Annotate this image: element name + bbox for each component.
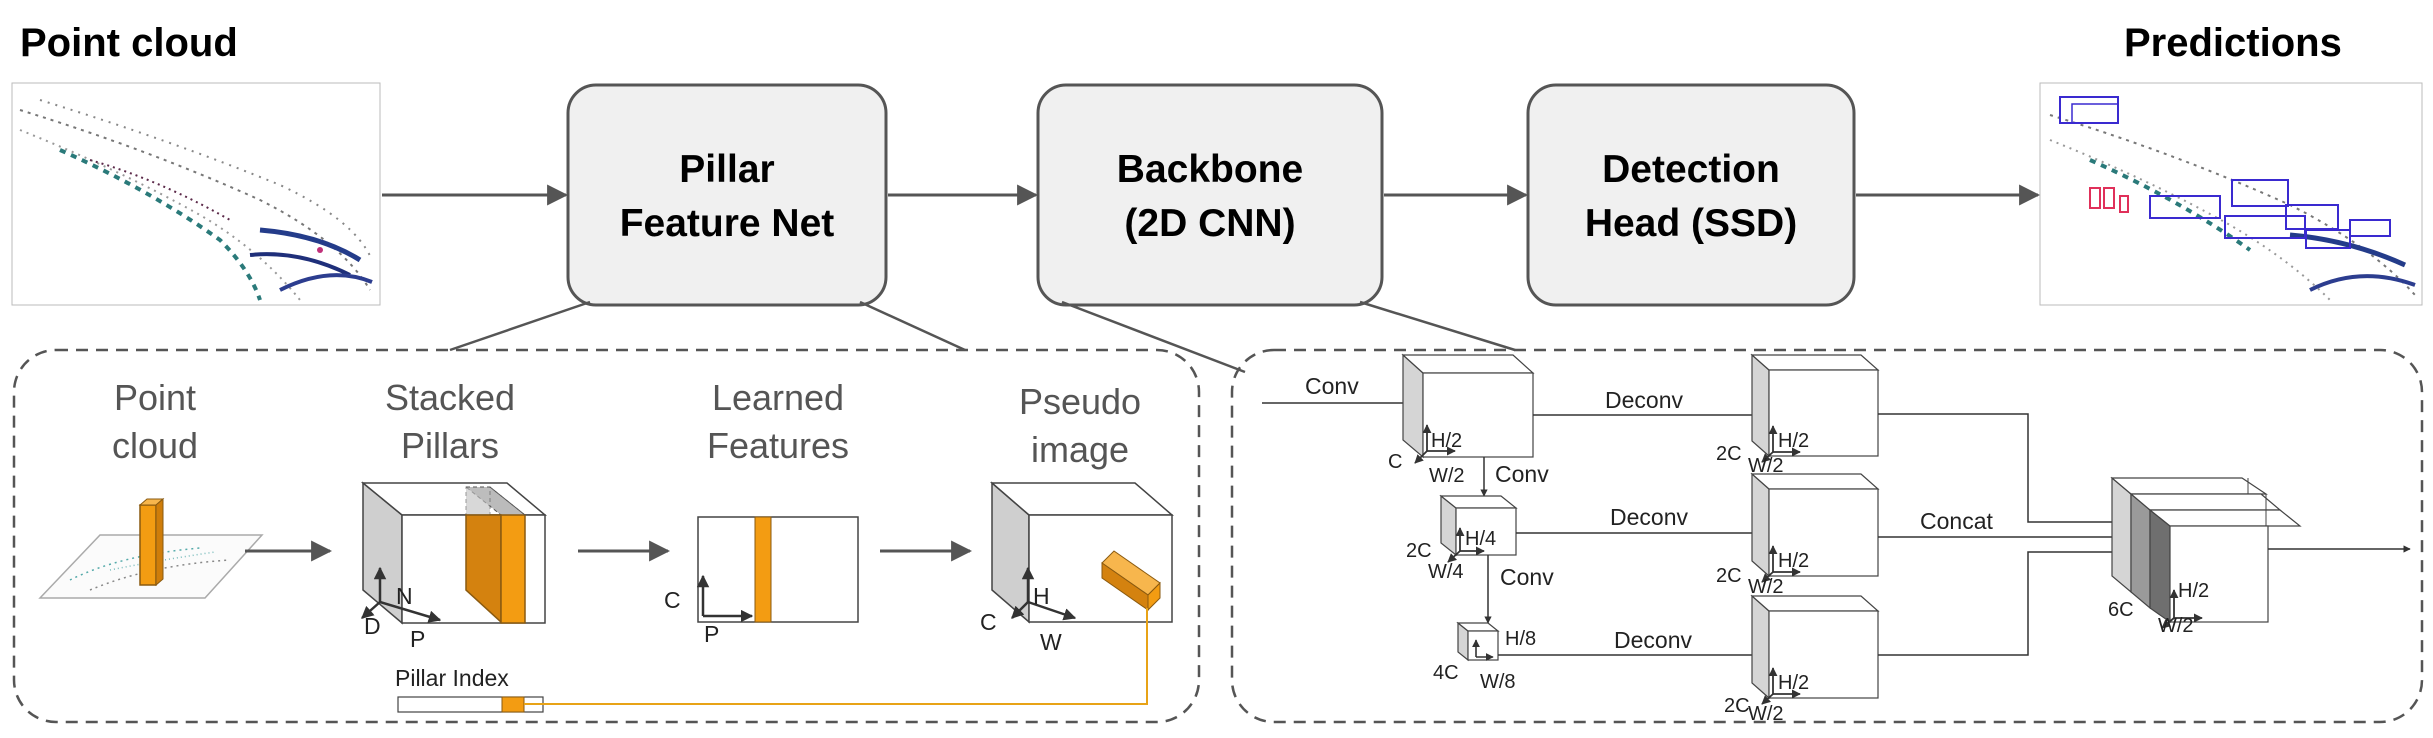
- pfn-section-pseudo-2: image: [1031, 429, 1129, 470]
- deconv-label-3: Deconv: [1614, 627, 1692, 653]
- up2-h: H/2: [1778, 550, 1809, 572]
- enc3-w: W/8: [1480, 671, 1516, 693]
- pfn-section-point-cloud-2: cloud: [112, 425, 198, 466]
- enc2-c: 2C: [1406, 540, 1432, 562]
- backbone-zoom-line-right: [1359, 300, 1516, 352]
- pseudo-axis-c: C: [980, 609, 997, 635]
- pillar-feature-net-label-1: Pillar: [679, 148, 774, 191]
- detection-head-label-1: Detection: [1602, 148, 1780, 191]
- up1-c: 2C: [1716, 443, 1742, 465]
- encoder-block-2: [1439, 494, 1518, 563]
- up1-h: H/2: [1778, 430, 1809, 452]
- stacked-axis-n: N: [396, 583, 413, 609]
- enc1-h: H/2: [1431, 430, 1462, 452]
- up3-c: 2C: [1724, 695, 1750, 717]
- enc3-c: 4C: [1433, 662, 1459, 684]
- pfn-detail-panel: [12, 348, 1201, 724]
- pfn-section-learned-2: Features: [707, 425, 849, 466]
- conv-label-1: Conv: [1305, 373, 1359, 399]
- encoder-block-3: [1456, 621, 1500, 662]
- input-point-cloud-image: [11, 82, 381, 306]
- learned-axis-c: C: [664, 587, 681, 613]
- detection-head-box: Detection Head (SSD): [1526, 83, 1856, 307]
- pfn-section-learned-1: Learned: [712, 377, 844, 418]
- up2-c: 2C: [1716, 565, 1742, 587]
- up3-w: W/2: [1748, 703, 1784, 725]
- deconv-label-1: Deconv: [1605, 387, 1683, 413]
- enc3-h: H/8: [1505, 628, 1536, 650]
- pfn-zoom-line-right: [859, 300, 966, 352]
- backbone-detail-panel: [1230, 348, 2424, 724]
- mini-point-cloud-graphic: [38, 497, 264, 599]
- pillar-feature-net-label-2: Feature Net: [620, 202, 835, 245]
- enc2-h: H/4: [1465, 528, 1496, 550]
- pfn-section-pseudo-1: Pseudo: [1019, 381, 1141, 422]
- upsample-block-2: [1750, 472, 1880, 583]
- arrow-concat-1: [1878, 413, 2129, 526]
- detection-head-label-2: Head (SSD): [1585, 202, 1797, 245]
- arrow-concat-3: [1878, 548, 2129, 656]
- encoder-block-1: [1401, 353, 1535, 464]
- enc1-w: W/2: [1429, 465, 1465, 487]
- stacked-axis-p: P: [410, 626, 425, 652]
- enc1-c: C: [1388, 451, 1402, 473]
- pseudo-axis-w: W: [1040, 629, 1062, 655]
- pseudo-image-cube: [989, 481, 1175, 624]
- pillar-index-label: Pillar Index: [395, 665, 509, 691]
- predictions-image: [2039, 82, 2423, 306]
- concat-block: [2110, 476, 2302, 629]
- concat-c: 6C: [2108, 599, 2134, 621]
- pfn-section-stacked-2: Pillars: [401, 425, 499, 466]
- stacked-axis-d: D: [364, 613, 381, 639]
- pfn-section-stacked-1: Stacked: [385, 377, 515, 418]
- concat-label: Concat: [1920, 508, 1993, 534]
- output-title: Predictions: [2124, 21, 2342, 65]
- backbone-zoom-line-left: [1061, 300, 1246, 374]
- enc2-w: W/4: [1428, 561, 1464, 583]
- up1-w: W/2: [1748, 455, 1784, 477]
- deconv-label-2: Deconv: [1610, 504, 1688, 530]
- conv-label-3: Conv: [1500, 564, 1554, 590]
- pseudo-axis-h: H: [1033, 583, 1050, 609]
- learned-features-grid: [696, 516, 859, 623]
- up2-w: W/2: [1748, 576, 1784, 598]
- stacked-pillars-cube: [360, 481, 548, 625]
- concat-w: W/2: [2158, 615, 2194, 637]
- backbone-box: Backbone (2D CNN): [1036, 83, 1384, 307]
- pfn-zoom-line-left: [449, 300, 591, 352]
- upsample-block-3: [1750, 594, 1880, 705]
- input-title: Point cloud: [20, 21, 238, 65]
- learned-axis-p: P: [704, 621, 719, 647]
- concat-h: H/2: [2178, 580, 2209, 602]
- conv-label-2: Conv: [1495, 461, 1549, 487]
- backbone-label-2: (2D CNN): [1124, 202, 1295, 245]
- pfn-section-point-cloud-1: Point: [114, 377, 196, 418]
- backbone-label-1: Backbone: [1117, 148, 1303, 191]
- pillar-index-bar: [397, 608, 1148, 713]
- upsample-block-1: [1750, 353, 1880, 463]
- up3-h: H/2: [1778, 672, 1809, 694]
- pillar-feature-net-box: Pillar Feature Net: [566, 83, 888, 307]
